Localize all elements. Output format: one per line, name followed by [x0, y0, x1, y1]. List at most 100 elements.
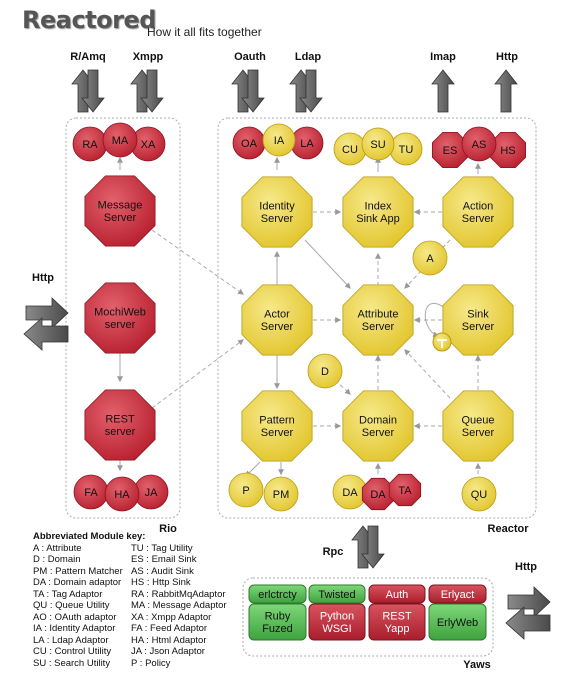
yaws-python-wsgi-shape	[308, 603, 366, 641]
label-xmpp: Xmpp	[133, 51, 164, 63]
node-identity-server-shape	[241, 176, 313, 248]
node-label: Queue	[461, 415, 494, 427]
yaws-twisted-shape	[308, 584, 366, 604]
node-label: IA	[274, 135, 285, 147]
yaws-erlyweb-shape	[428, 603, 487, 641]
node-label: OA	[241, 138, 258, 150]
node-p-shape	[228, 472, 264, 508]
node-label: REST	[382, 611, 412, 623]
node-label: PM	[273, 489, 290, 501]
node-ta-shape	[388, 473, 422, 507]
legend-row: CU : Control Utility	[33, 646, 112, 657]
node-as-shape	[461, 126, 497, 162]
legend-row: ES : Email Sink	[131, 554, 197, 565]
node-qu-shape	[461, 476, 497, 512]
ramqp-arrow-down-icon	[81, 69, 105, 113]
node-message-server-shape	[84, 175, 156, 247]
node-la: LA	[290, 126, 324, 160]
legend-row: LA : Ldap Adaptor	[33, 634, 109, 646]
legend-row: AO : OAuth adaptor	[33, 611, 117, 623]
legend-row: JA : Json Adaptor	[131, 646, 205, 657]
node-label: Yapp	[385, 623, 410, 635]
label-ramqp: R/Amq	[70, 51, 105, 63]
pin-icon	[437, 339, 447, 348]
node-oa: OA	[232, 126, 266, 160]
node-d-shape	[307, 353, 343, 389]
label-http-bottom: Http	[515, 561, 537, 573]
node-label: Domain	[359, 415, 397, 427]
group-label-reactor: Reactor	[488, 523, 530, 535]
node-label: QU	[471, 489, 488, 501]
node-a: A	[412, 240, 448, 276]
yaws-ruby-fuzed-shape	[248, 603, 307, 641]
node-label: DA	[370, 489, 386, 501]
node-qu: QU	[461, 476, 497, 512]
rpc-arrow-down-icon	[361, 525, 385, 569]
group-label-rio: Rio	[159, 523, 177, 535]
node-sink-server-shape	[442, 284, 514, 356]
node-label: FA	[84, 487, 98, 499]
yaws-erlyweb: ErlyWeb	[428, 603, 487, 641]
node-label: REST	[105, 414, 135, 426]
legend-row: D : Domain	[33, 554, 81, 565]
node-a-shape	[412, 240, 448, 276]
node-tu: TU	[389, 132, 423, 166]
node-label: JA	[145, 487, 159, 499]
imap-arrow-up-icon	[431, 69, 455, 113]
node-pm: PM	[263, 476, 299, 512]
http-bottom-arrow-left-icon	[505, 606, 551, 640]
node-label: Fuzed	[262, 623, 293, 635]
node-label: server	[105, 319, 136, 331]
node-xa: XA	[130, 126, 166, 162]
node-label: Server	[462, 427, 495, 439]
http-top-arrow-up-icon	[494, 69, 518, 113]
node-label: Server	[261, 213, 294, 225]
node-pm-shape	[263, 476, 299, 512]
node-label: MochiWeb	[94, 307, 146, 319]
legend-row: HA : Html Adaptor	[131, 634, 207, 646]
node-queue-server-shape	[442, 390, 514, 462]
node-label: Server	[261, 321, 294, 333]
node-label: Message	[98, 200, 143, 212]
node-cu: CU	[333, 132, 367, 166]
node-d: D	[307, 353, 343, 389]
node-label: WSGI	[322, 623, 351, 635]
node-action-server-shape	[442, 176, 514, 248]
node-label: CU	[342, 144, 358, 156]
legend-row: TU : Tag Utility	[131, 542, 193, 554]
legend-row: XA : Xmpp Adaptor	[131, 611, 212, 623]
node-index-sink-app-shape	[342, 176, 414, 248]
ldap-arrow-down-icon	[299, 69, 323, 113]
node-mochiweb-server-shape	[84, 282, 156, 354]
node-ra: RA	[72, 126, 108, 162]
node-label: SU	[370, 139, 385, 151]
node-fa: FA	[73, 474, 109, 510]
node-da-yellow: DA	[332, 474, 368, 510]
node-label: MA	[112, 135, 129, 147]
label-oauth: Oauth	[234, 51, 266, 63]
node-label: D	[321, 366, 329, 378]
node-label: Server	[362, 427, 395, 439]
node-label: Ruby	[265, 611, 291, 623]
node-label: HA	[114, 489, 130, 501]
node-p: P	[228, 472, 264, 508]
legend-row: HS : Http Sink	[131, 577, 191, 588]
http-left-arrow-left-icon	[23, 317, 69, 351]
yaws-erlctrcty: erlctrcty	[248, 584, 307, 604]
node-hs: HS	[489, 131, 526, 169]
node-label: A	[426, 253, 434, 265]
legend-row: TA : Tag Adaptor	[33, 588, 103, 600]
node-label: Index	[365, 201, 392, 213]
